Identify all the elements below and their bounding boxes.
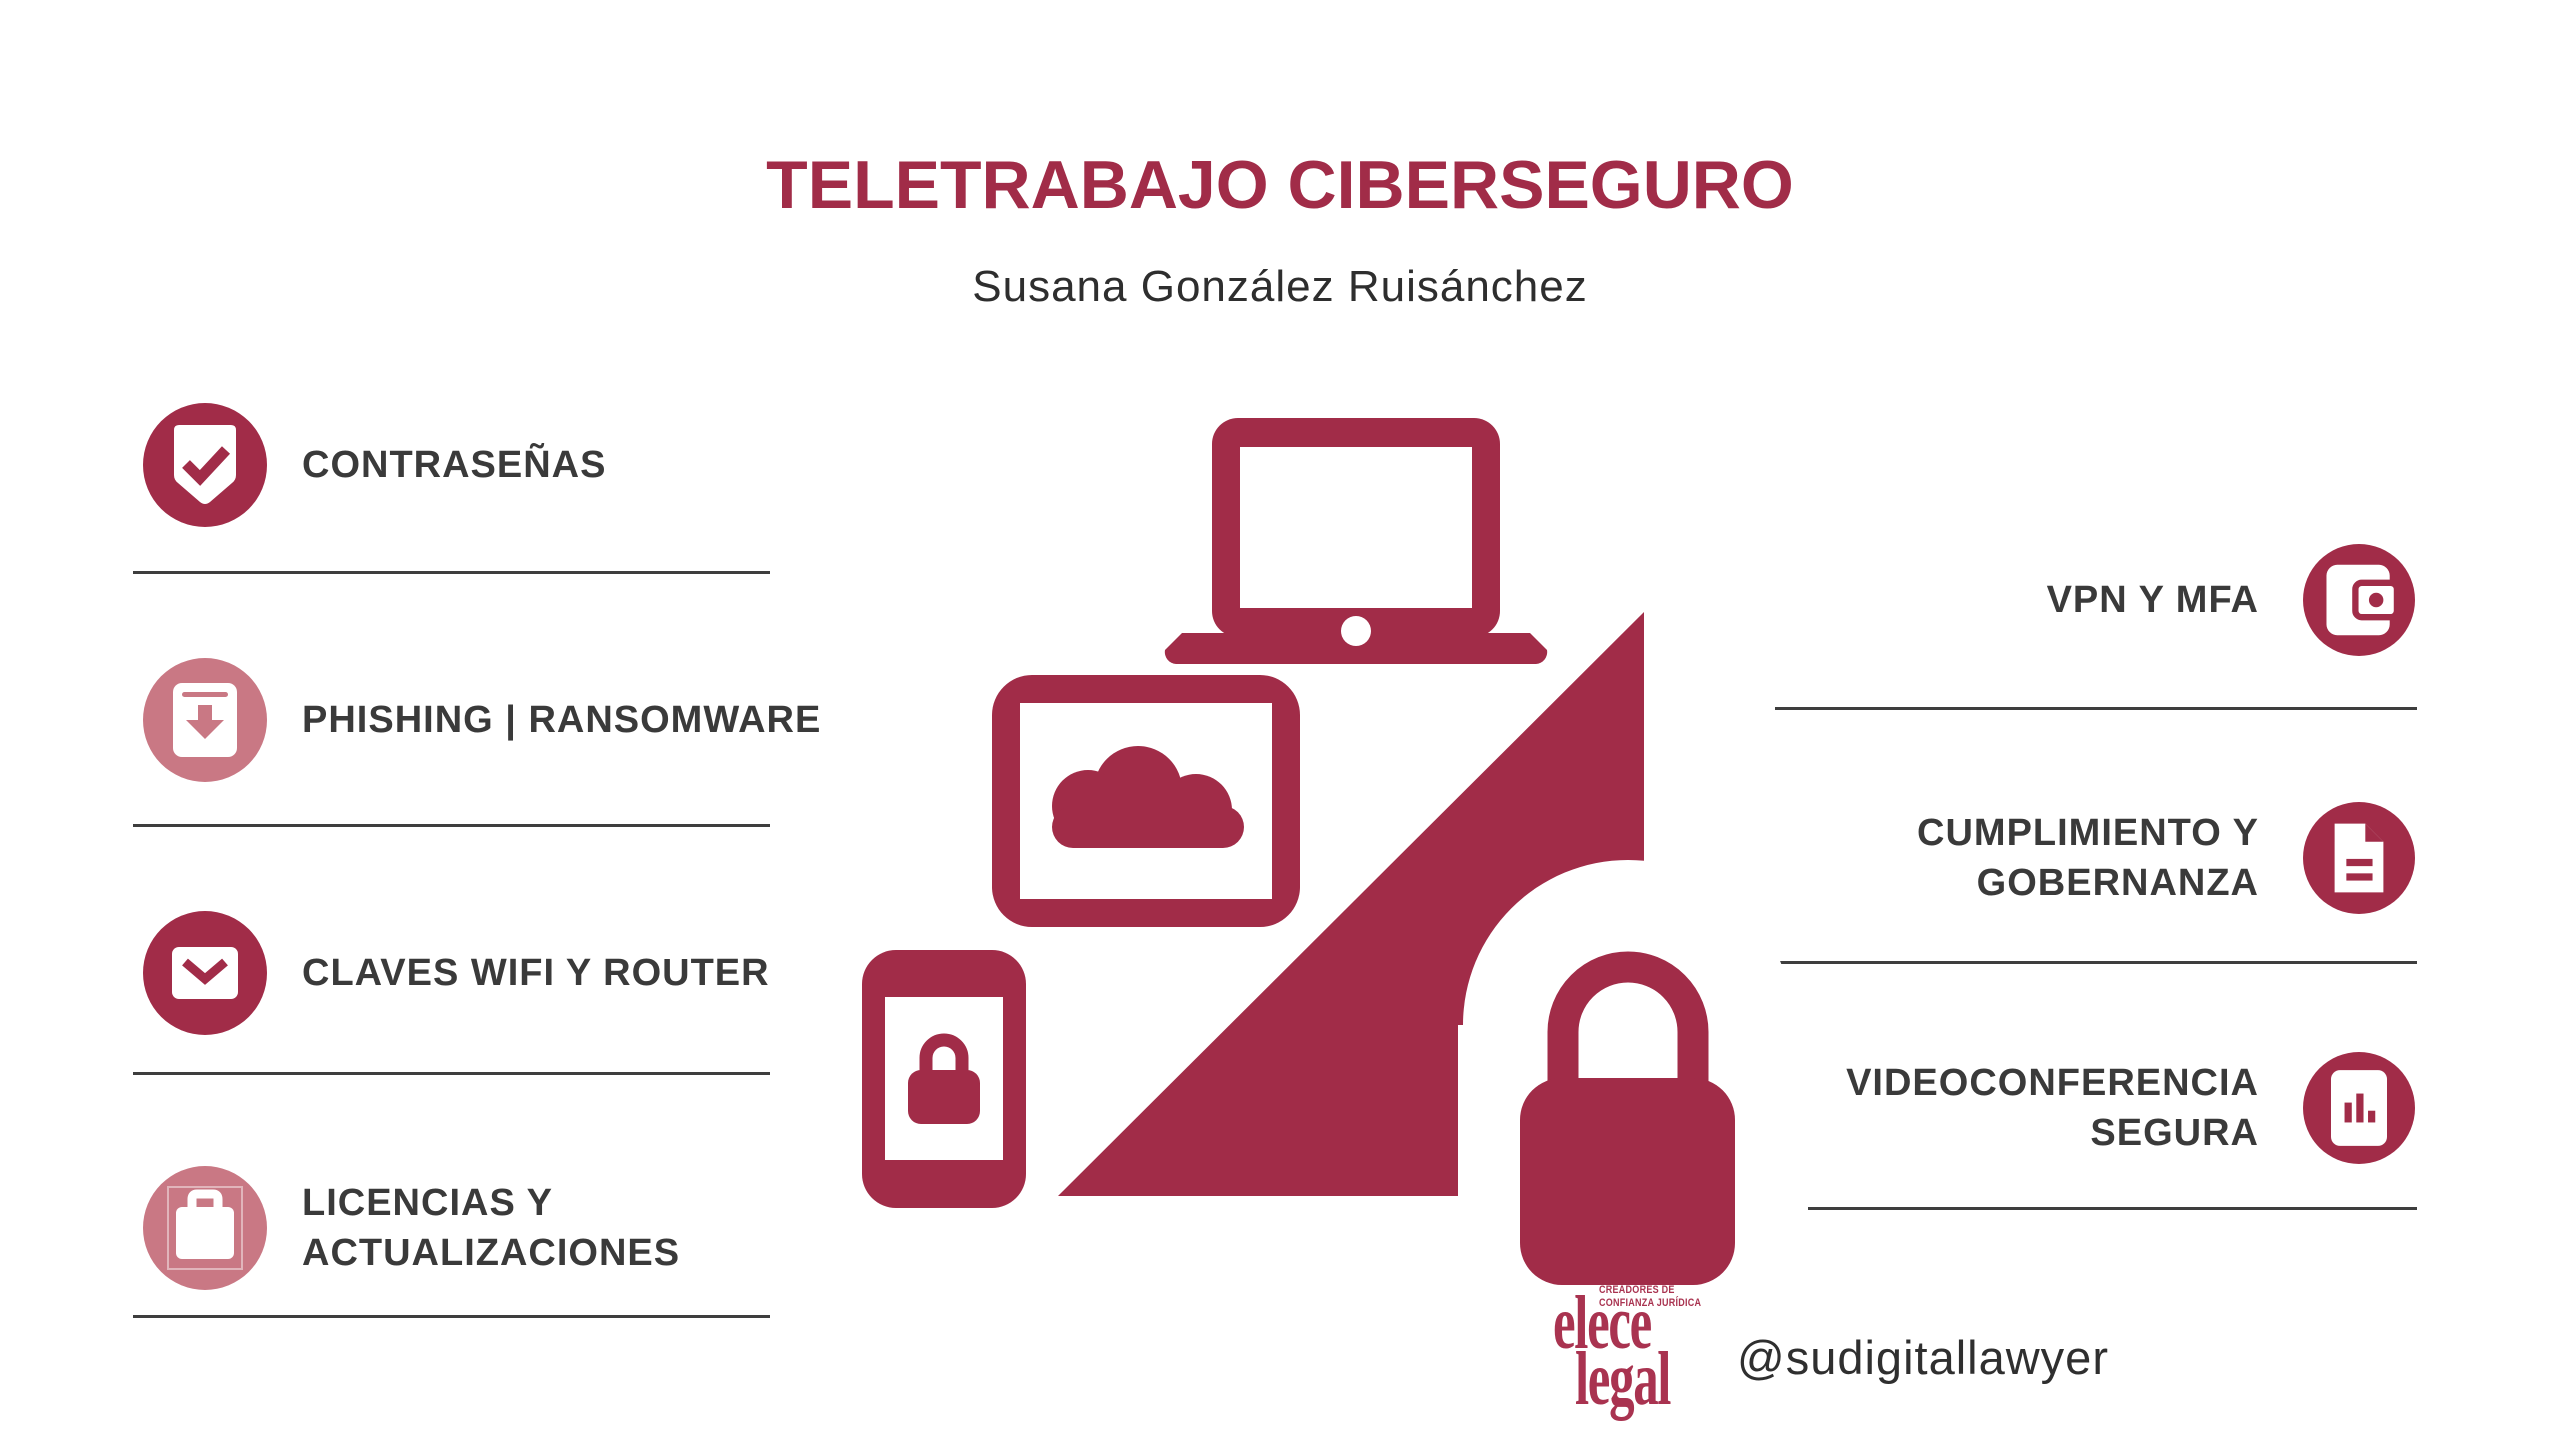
logo-word-legal: legal bbox=[1575, 1337, 1671, 1421]
list-item-compliance: CUMPLIMIENTO Y GOBERNANZA bbox=[1770, 802, 2415, 914]
divider bbox=[133, 824, 770, 827]
list-item-phishing: PHISHING | RANSOMWARE bbox=[143, 658, 843, 782]
list-item-label: PHISHING | RANSOMWARE bbox=[302, 699, 822, 741]
list-item-licenses: LICENCIAS Y ACTUALIZACIONES bbox=[143, 1166, 843, 1290]
list-item-label: CUMPLIMIENTO Y GOBERNANZA bbox=[1917, 812, 2259, 904]
logo-word-elece: elece bbox=[1553, 1281, 1652, 1365]
list-item-label: LICENCIAS Y ACTUALIZACIONES bbox=[302, 1182, 681, 1274]
list-item-label: VPN Y MFA bbox=[2046, 579, 2259, 621]
list-item-label: CLAVES WIFI Y ROUTER bbox=[302, 952, 770, 994]
list-item-videoconference: VIDEOCONFERENCIA SEGURA bbox=[1770, 1052, 2415, 1164]
download-box-icon bbox=[143, 658, 267, 782]
briefcase-icon bbox=[143, 1166, 267, 1290]
padlock-icon bbox=[1520, 951, 1735, 1285]
list-item-wifi-keys: CLAVES WIFI Y ROUTER bbox=[143, 911, 843, 1035]
divider bbox=[133, 1315, 770, 1318]
tablet-icon bbox=[992, 675, 1300, 927]
wallet-icon bbox=[2303, 544, 2415, 656]
lock-icon bbox=[908, 1033, 980, 1124]
center-illustration bbox=[862, 418, 1808, 1310]
elece-legal-logo: CREADORES DE CONFIANZA JURÍDICA elece le… bbox=[1553, 1282, 1773, 1432]
shield-check-icon bbox=[143, 403, 267, 527]
divider bbox=[133, 571, 770, 574]
bar-chart-icon bbox=[2303, 1052, 2415, 1164]
laptop-icon bbox=[1164, 418, 1548, 664]
divider bbox=[1775, 707, 2417, 710]
list-item-label: VIDEOCONFERENCIA SEGURA bbox=[1846, 1062, 2259, 1154]
cloud-icon bbox=[1052, 746, 1244, 848]
divider bbox=[1775, 1207, 2417, 1210]
list-item-label: CONTRASEÑAS bbox=[302, 444, 607, 486]
page-title: TELETRABAJO CIBERSEGURO bbox=[766, 147, 1794, 223]
divider bbox=[1775, 961, 2417, 964]
logo-tagline: CREADORES DE CONFIANZA JURÍDICA bbox=[1599, 1284, 1702, 1309]
page-subtitle: Susana González Ruisánchez bbox=[972, 262, 1588, 311]
phone-icon bbox=[862, 950, 1026, 1208]
list-item-passwords: CONTRASEÑAS bbox=[143, 403, 843, 527]
document-icon bbox=[2303, 802, 2415, 914]
list-item-vpn-mfa: VPN Y MFA bbox=[1770, 544, 2415, 656]
divider bbox=[133, 1072, 770, 1075]
envelope-icon bbox=[143, 911, 267, 1035]
social-handle: @sudigitallawyer bbox=[1737, 1331, 2109, 1384]
